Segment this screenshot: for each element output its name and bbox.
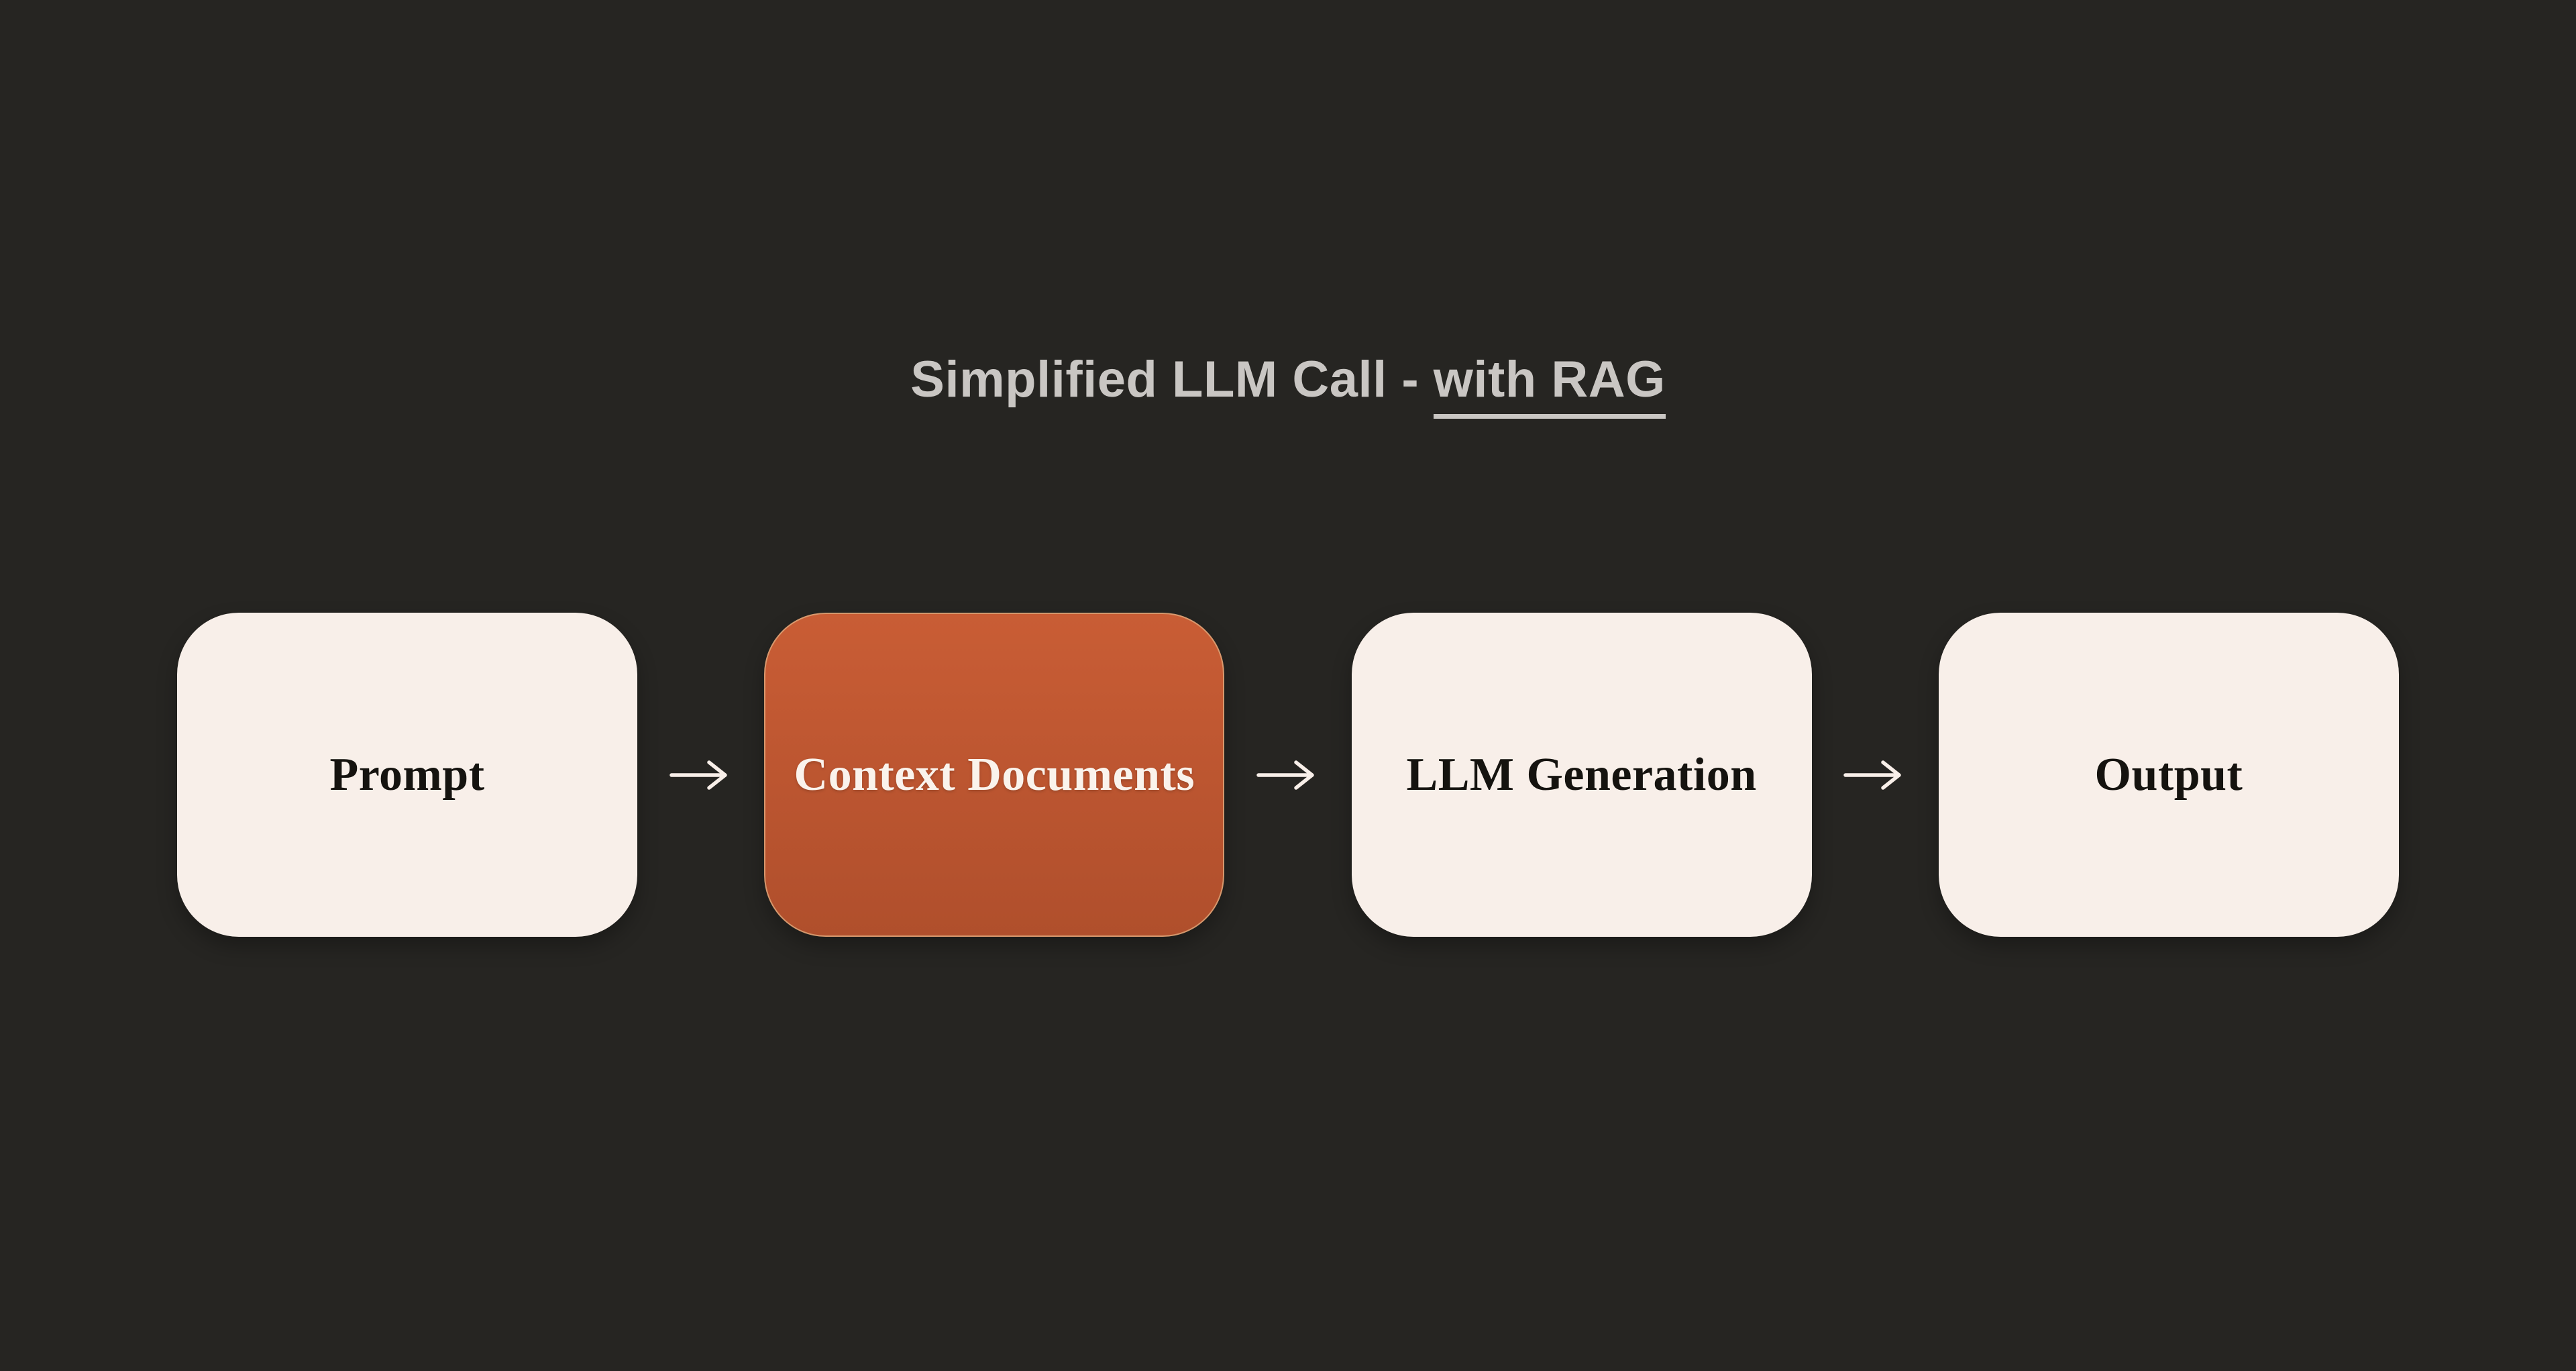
node-output: Output: [1938, 613, 2399, 937]
node-llm-generation-label: LLM Generation: [1406, 748, 1757, 801]
node-prompt-label: Prompt: [329, 748, 485, 801]
node-context-documents: Context Documents: [764, 613, 1225, 937]
node-context-documents-label: Context Documents: [794, 748, 1195, 801]
arrow-right-icon: [1843, 760, 1902, 790]
arrow-right-icon: [1256, 760, 1314, 790]
node-llm-generation: LLM Generation: [1351, 613, 1812, 937]
title-underlined-rag: with RAG: [1433, 352, 1666, 419]
title-prefix: Simplified LLM Call -: [910, 351, 1434, 408]
flow-diagram: Prompt Context Documents LLM Generation …: [177, 613, 2399, 937]
diagram-title: Simplified LLM Call - with RAG: [0, 352, 2576, 419]
node-prompt: Prompt: [177, 613, 637, 937]
node-output-label: Output: [2094, 748, 2243, 801]
arrow-right-icon: [669, 760, 727, 790]
